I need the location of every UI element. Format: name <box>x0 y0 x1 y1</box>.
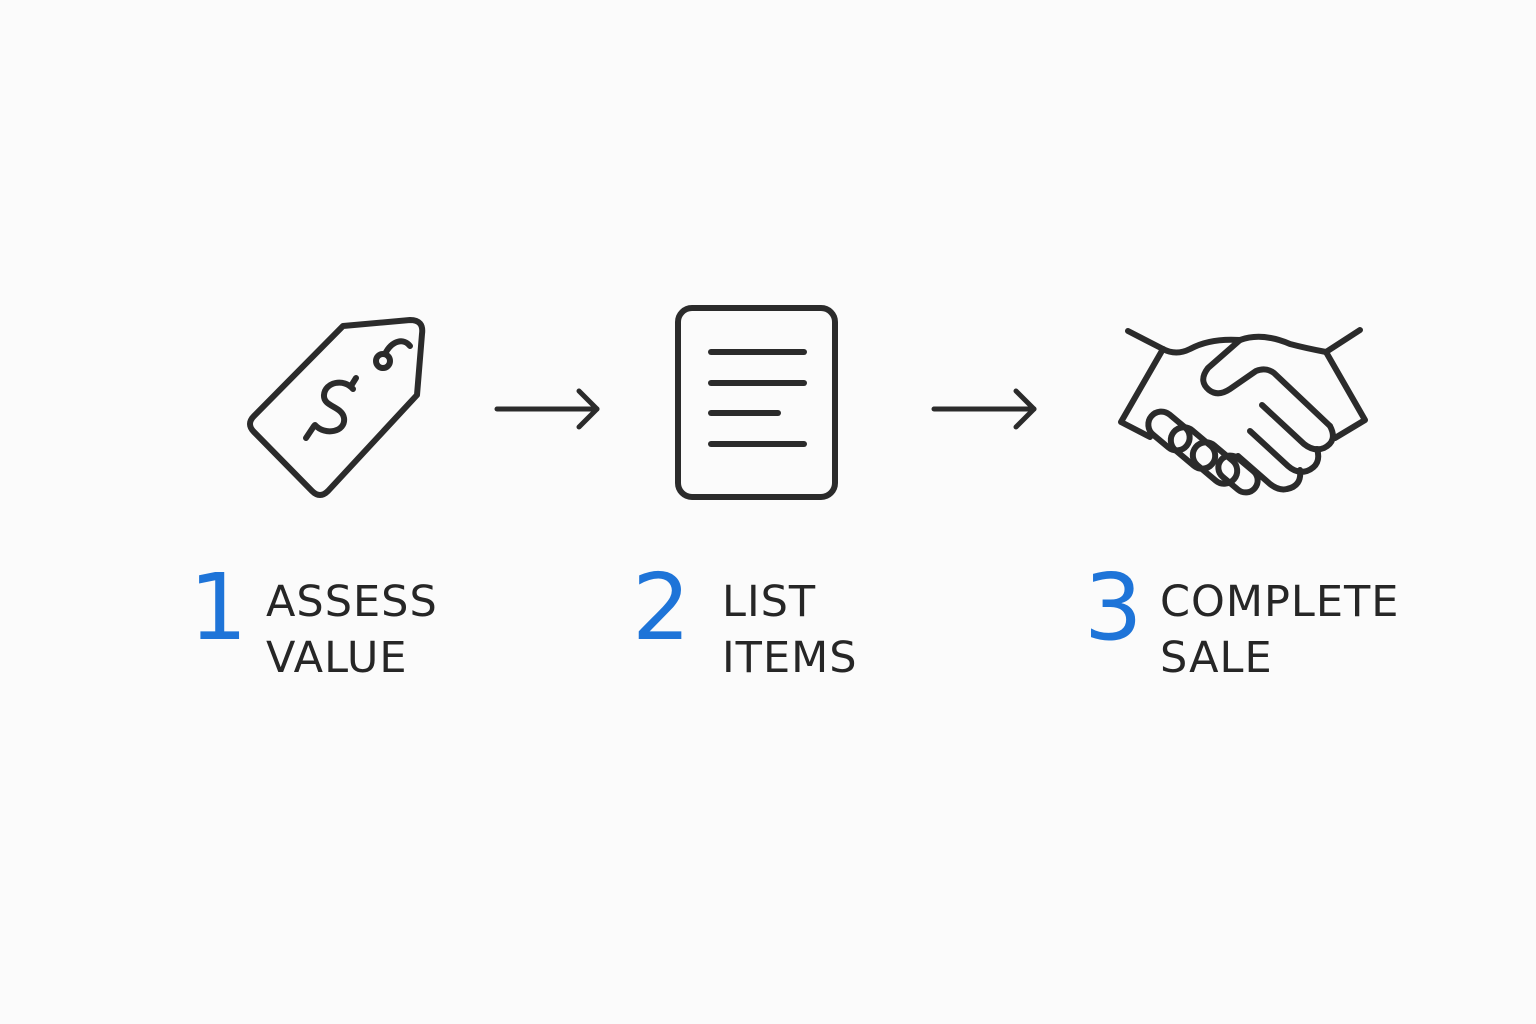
handshake-icon <box>1110 322 1375 502</box>
step-label-line: SALE <box>1160 633 1273 683</box>
step-label-line: LIST <box>722 577 817 627</box>
arrow-right-icon <box>929 386 1041 432</box>
step-label-line: VALUE <box>266 633 408 683</box>
arrow-right-icon <box>492 386 604 432</box>
step-label: LIST ITEMS <box>722 574 858 686</box>
step-label: ASSESS VALUE <box>266 574 438 686</box>
step-label: COMPLETE SALE <box>1160 574 1399 686</box>
step-label-line: COMPLETE <box>1160 577 1400 627</box>
price-tag-icon <box>240 312 430 507</box>
step-label-line: ASSESS <box>266 577 438 627</box>
step-number: 3 <box>1084 554 1143 661</box>
step-label-line: ITEMS <box>722 633 858 683</box>
step-number: 1 <box>189 554 248 661</box>
step-number: 2 <box>632 554 691 661</box>
document-icon <box>672 302 842 504</box>
